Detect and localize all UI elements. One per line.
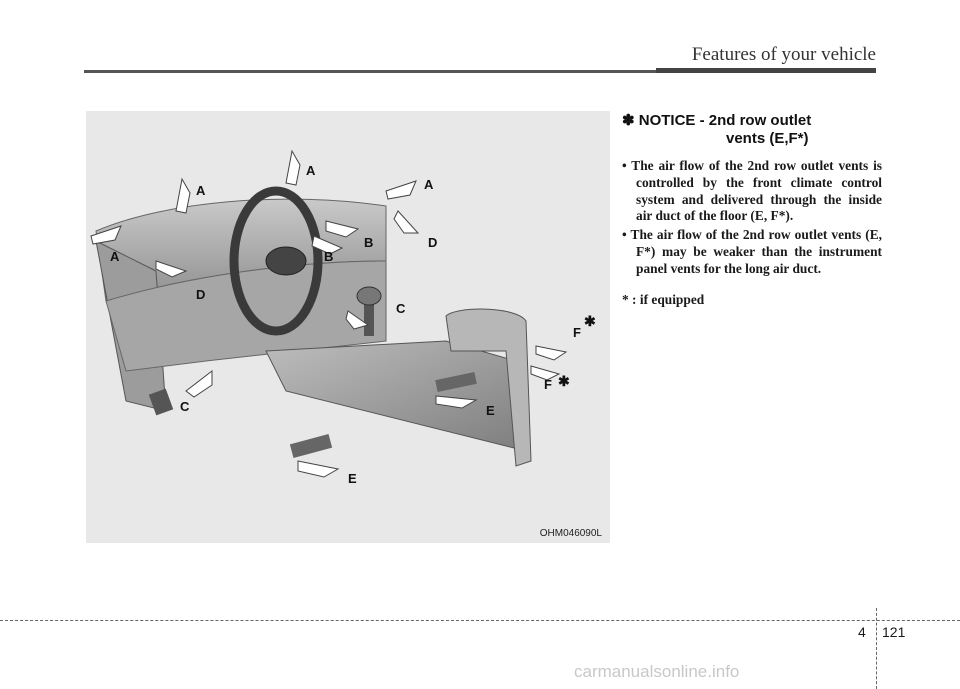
vent-label-a: A bbox=[196, 183, 206, 198]
watermark: carmanualsonline.info bbox=[574, 662, 740, 681]
vent-label-c: C bbox=[396, 301, 406, 316]
vent-label-e: E bbox=[486, 403, 495, 418]
asterisk-mark: ✱ bbox=[558, 373, 570, 389]
airflow-arrow-f2 bbox=[530, 365, 561, 381]
notice-title-line1: 2nd row outlet bbox=[708, 112, 812, 129]
notice-title-line2: vents (E,F*) bbox=[726, 130, 809, 147]
airflow-arrow-e2 bbox=[435, 395, 478, 409]
notice-bullet: • The air flow of the 2nd row outlet ven… bbox=[622, 158, 882, 224]
vent-label-d: D bbox=[428, 235, 438, 250]
airflow-arrow-f1 bbox=[535, 345, 568, 361]
airflow-arrow-d2 bbox=[393, 210, 420, 234]
footer-rule bbox=[0, 620, 960, 621]
airflow-arrow-d1 bbox=[155, 260, 188, 278]
notice-title: ✽ NOTICE - 2nd row outlet vents (E,F*) bbox=[622, 112, 882, 148]
airflow-arrow-c2 bbox=[185, 369, 213, 398]
vent-label-d: D bbox=[196, 287, 206, 302]
page-number: 121 bbox=[882, 624, 906, 640]
airflow-arrow-a2 bbox=[285, 149, 301, 186]
notice-list: • The air flow of the 2nd row outlet ven… bbox=[622, 158, 882, 278]
figure-code: OHM046090L bbox=[539, 528, 602, 539]
airflow-arrow-a1 bbox=[175, 177, 191, 214]
vent-label-b: B bbox=[324, 249, 334, 264]
airflow-arrow-a4 bbox=[90, 225, 122, 245]
vent-label-e: E bbox=[348, 471, 357, 486]
vent-label-a: A bbox=[424, 177, 434, 192]
vent-label-a: A bbox=[110, 249, 120, 264]
notice-box: ✽ NOTICE - 2nd row outlet vents (E,F*) •… bbox=[622, 112, 882, 308]
vehicle-interior-illustration bbox=[90, 149, 568, 478]
vent-label-f: F bbox=[573, 325, 581, 340]
chapter-number: 4 bbox=[858, 624, 866, 640]
footer-divider bbox=[876, 608, 877, 689]
vent-label-a: A bbox=[306, 163, 316, 178]
footnote: * : if equipped bbox=[622, 291, 705, 307]
airflow-arrow-e1 bbox=[297, 460, 340, 478]
airflow-arrow-b1 bbox=[325, 220, 360, 238]
header-rule bbox=[84, 70, 876, 73]
asterisk-mark: ✱ bbox=[584, 313, 596, 329]
vent-label-b: B bbox=[364, 235, 374, 250]
header-rule-accent bbox=[656, 68, 876, 73]
vent-label-c: C bbox=[180, 399, 190, 414]
section-title: Features of your vehicle bbox=[691, 44, 876, 65]
vent-diagram: A A A A B B D D C C E E F ✱ F ✱ OHM04609… bbox=[86, 111, 610, 543]
vent-label-f: F bbox=[544, 377, 552, 392]
airflow-arrow-a3 bbox=[385, 180, 417, 200]
notice-bullet: • The air flow of the 2nd row outlet ven… bbox=[622, 227, 882, 276]
notice-prefix: ✽ NOTICE - bbox=[622, 112, 709, 129]
airflow-arrow-c1 bbox=[345, 310, 370, 330]
airflow-arrow-b2 bbox=[311, 235, 344, 255]
